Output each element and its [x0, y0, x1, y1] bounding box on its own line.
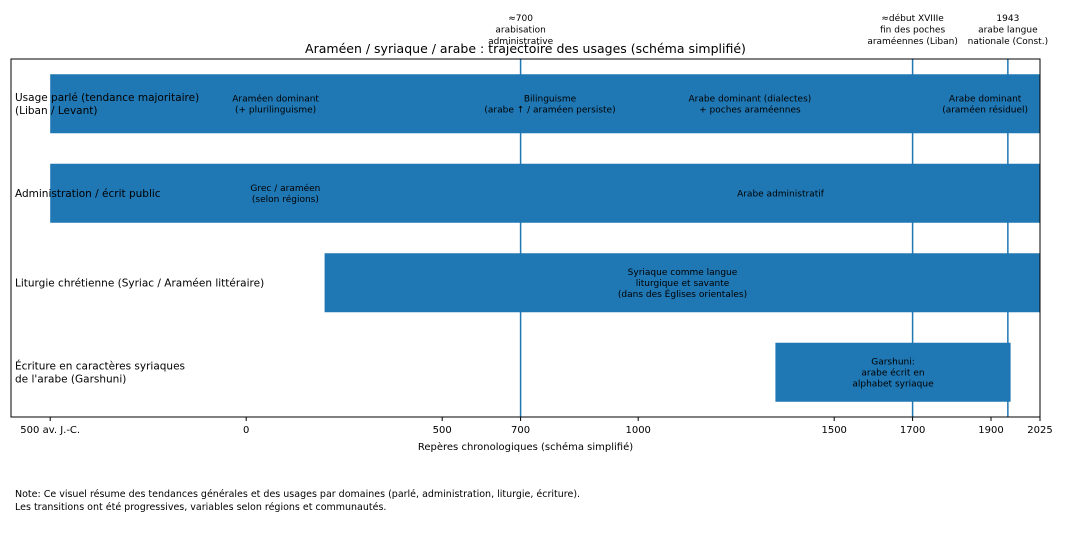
x-tick-label-3: 700	[511, 425, 530, 436]
x-tick-label-1: 0	[243, 425, 249, 436]
x-axis-ticks: 500 av. J.-C. 0 500 700 1000 1500 1700 1900 2025	[20, 417, 1053, 436]
x-tick-label-5: 1500	[821, 425, 846, 436]
bar-label-0-1: Bilinguisme(arabe ↑ / araméen persiste)	[484, 94, 615, 115]
timeline-chart: 500 av. J.-C. 0 500 700 1000 1500 1700 1900 2025…	[10, 13, 1053, 453]
bar-row-0-0	[50, 74, 1040, 134]
x-tick-label-4: 1000	[625, 425, 650, 436]
bar-label-1-0: Grec / araméen(selon régions)	[250, 183, 320, 205]
markers-layer	[519, 59, 1009, 417]
bar-row-2-0	[324, 253, 1041, 313]
chart-title: Araméen / syriaque / arabe : trajectoire…	[305, 41, 746, 56]
x-tick-label-6: 1700	[900, 425, 925, 436]
bar-row-3-0	[775, 342, 1011, 402]
bars-layer	[50, 74, 1041, 402]
bar-label-0-0: Araméen dominant(+ plurilinguisme)	[232, 93, 319, 115]
plot-frame	[10, 58, 1041, 418]
bar-label-0-2: Arabe dominant (dialectes)+ poches aramé…	[689, 94, 812, 115]
row-labels: Usage parlé (tendance majoritaire)(Liban…	[15, 92, 264, 385]
x-tick-label-2: 500	[433, 425, 452, 436]
row-label-2: Liturgie chrétienne (Syriac / Araméen li…	[15, 277, 264, 289]
x-tick-label-0: 500 av. J.-C.	[20, 425, 80, 436]
x-tick-label-7: 1900	[978, 425, 1003, 436]
footnote: Note: Ce visuel résume des tendances gén…	[15, 489, 581, 513]
in-bar-labels: Araméen dominant(+ plurilinguisme) Biling…	[232, 93, 1028, 389]
row-label-0: Usage parlé (tendance majoritaire)(Liban…	[15, 92, 199, 117]
bar-row-1-0	[50, 163, 1040, 223]
bar-label-0-3: Arabe dominant(araméen résiduel)	[942, 94, 1028, 115]
x-tick-label-8: 2025	[1027, 425, 1052, 436]
x-axis-label: Repères chronologiques (schéma simplifié…	[418, 441, 633, 453]
row-label-1: Administration / écrit public	[15, 188, 161, 200]
bar-label-1-1: Arabe administratif	[737, 189, 825, 199]
